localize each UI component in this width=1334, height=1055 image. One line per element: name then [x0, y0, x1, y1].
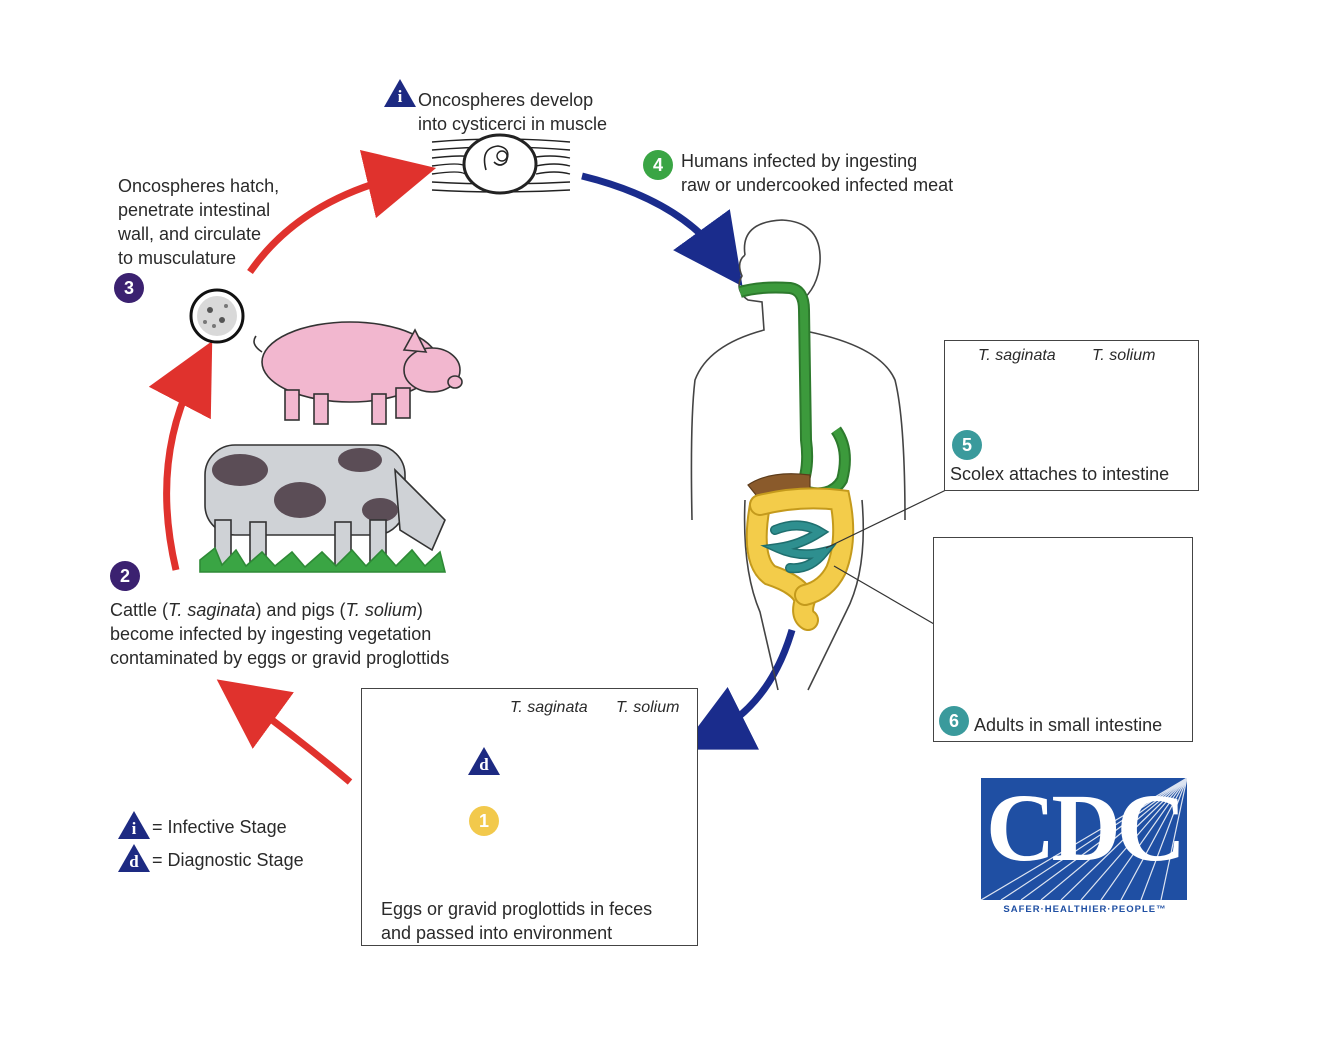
- cdc-tagline: SAFER·HEALTHIER·PEOPLE™: [1003, 904, 1167, 915]
- legend-infective-letter: i: [131, 819, 137, 838]
- cdc-logo-rays: [981, 778, 1187, 900]
- pig-illustration: [253, 321, 463, 425]
- scolex-connector-line: [825, 489, 947, 549]
- legend-infective-marker: i: [117, 810, 151, 840]
- hatch-line2: penetrate intestinal: [118, 200, 271, 220]
- cattle-line1-e: ): [416, 600, 423, 620]
- stage-2-badge: 2: [110, 561, 140, 591]
- eggs-species-saginata: T. saginata: [510, 699, 588, 716]
- cattle-species-solium: T. solium: [345, 600, 417, 620]
- muscle-cysticercus-illustration: [431, 133, 571, 195]
- hatch-line1: Oncospheres hatch,: [118, 176, 280, 196]
- scolex-species-solium: T. solium: [1092, 347, 1156, 364]
- eggs-line1: Eggs or gravid proglottids in feces: [381, 899, 653, 919]
- infective-stage-marker: i: [383, 78, 417, 108]
- cow-illustration: [199, 444, 447, 573]
- stage-1-badge: 1: [469, 806, 499, 836]
- diagnostic-marker-letter: d: [479, 755, 489, 774]
- cattle-line3: contaminated by eggs or gravid proglotti…: [110, 648, 450, 668]
- cattle-line2: become infected by ingesting vegetation: [110, 624, 432, 644]
- cdc-logo: CDC: [981, 778, 1187, 900]
- hatch-line3: wall, and circulate: [118, 224, 262, 244]
- human-infection-line2: raw or undercooked infected meat: [681, 175, 954, 195]
- adult-caption: Adults in small intestine: [974, 715, 1163, 735]
- hatch-line4: to musculature: [118, 248, 237, 268]
- scolex-caption: Scolex attaches to intestine: [950, 464, 1170, 484]
- cysticerci-title-line1: Oncospheres develop: [418, 90, 594, 110]
- arrow-cattle-to-hatch: [148, 340, 213, 571]
- digestive-tract-illustration: [738, 281, 855, 631]
- cysticerci-title-line2: into cysticerci in muscle: [418, 114, 608, 134]
- cattle-line1: Cattle (T. saginata) and pigs (T. solium…: [110, 598, 423, 622]
- human-infection-line1: Humans infected by ingesting: [681, 151, 918, 171]
- stage-4-badge: 4: [643, 150, 673, 180]
- legend-diagnostic-marker: d: [117, 843, 151, 873]
- cattle-line1-a: Cattle (: [110, 600, 169, 620]
- arrow-human-to-eggs: [680, 629, 796, 750]
- scolex-panel: [944, 340, 1199, 491]
- arrow-hatch-to-muscle: [247, 149, 437, 274]
- legend-infective-label: = Infective Stage: [152, 817, 287, 837]
- cdc-logo-word: CDC: [986, 778, 1186, 881]
- arrow-eggs-to-cattle: [216, 679, 353, 785]
- stage-6-badge: 6: [939, 706, 969, 736]
- infective-marker-letter: i: [397, 87, 403, 106]
- stage-3-badge: 3: [114, 273, 144, 303]
- eggs-panel: [361, 688, 698, 946]
- cattle-line1-c: ) and pigs (: [255, 600, 346, 620]
- scolex-species-saginata: T. saginata: [978, 347, 1056, 364]
- adult-connector-line: [833, 565, 935, 625]
- eggs-line2: and passed into environment: [381, 923, 613, 943]
- legend-diagnostic-label: = Diagnostic Stage: [152, 850, 304, 870]
- adult-panel: [933, 537, 1193, 742]
- eggs-species-solium: T. solium: [616, 699, 680, 716]
- oncosphere-illustration: [189, 288, 245, 344]
- arrow-muscle-to-human: [581, 172, 743, 287]
- cattle-species-saginata: T. saginata: [168, 600, 256, 620]
- legend-diagnostic-letter: d: [129, 852, 139, 871]
- diagnostic-stage-marker: d: [467, 746, 501, 776]
- stage-5-badge: 5: [952, 430, 982, 460]
